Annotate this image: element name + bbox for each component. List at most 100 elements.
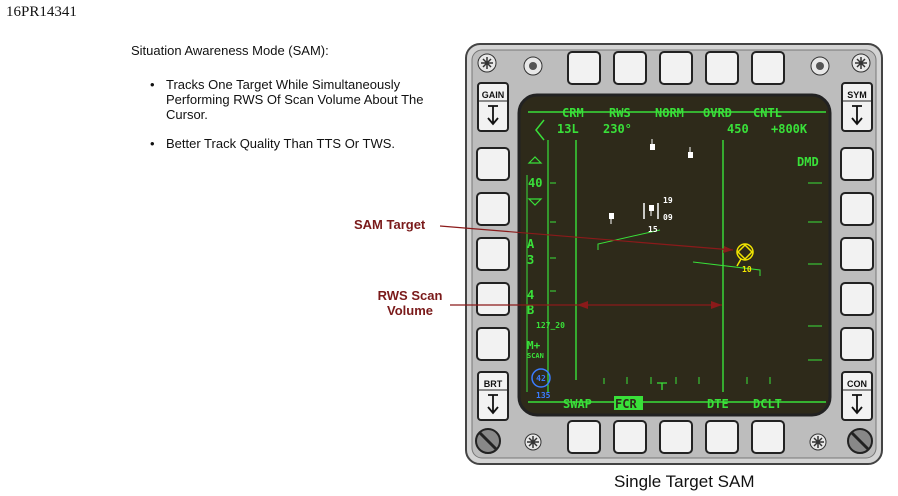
callout-rws-scan: RWS Scan Volume [370, 288, 450, 318]
sam-heading: Situation Awareness Mode (SAM): [131, 43, 329, 58]
cursor-tee-icon [657, 382, 667, 390]
sym-label: SYM [847, 90, 867, 100]
azimuth-label: 230° [603, 122, 632, 136]
osb-button[interactable] [476, 327, 510, 361]
osb-button[interactable] [659, 51, 693, 85]
knob-icon [523, 56, 543, 76]
osb-button[interactable] [613, 420, 647, 454]
bottom-label-fcr: FCR [615, 397, 637, 411]
callout-rws-scan-line2: Volume [387, 303, 433, 318]
sam-target-symbol [736, 243, 754, 267]
sam-target-label: 10 [742, 265, 752, 274]
altitude-label: +800K [771, 122, 808, 136]
arrow-down-icon [851, 105, 863, 126]
track-label-19: 19 [663, 196, 673, 205]
osb-button[interactable] [840, 327, 874, 361]
m-plus-label: M+ [527, 339, 541, 352]
document-id: 16PR14341 [6, 4, 77, 20]
osb-button[interactable] [567, 420, 601, 454]
bullet-item: Better Track Quality Than TTS Or TWS. [150, 136, 450, 151]
dmd-label: DMD [797, 155, 819, 169]
channel-label: 13L [557, 122, 579, 136]
osb-button[interactable] [613, 51, 647, 85]
arrow-left-icon [577, 301, 588, 309]
screw-icon [809, 433, 827, 451]
fcr-highlight [614, 396, 643, 410]
elevation-label: 127_20 [536, 321, 565, 330]
arrow-right-icon [723, 246, 733, 253]
top-label-rws: RWS [609, 106, 631, 120]
callout-lines [439, 225, 734, 309]
range-value: 40 [528, 176, 542, 190]
bullet-list: Tracks One Target While Simultaneously P… [150, 77, 450, 165]
knob-icon [810, 56, 830, 76]
bullet-item: Tracks One Target While Simultaneously P… [150, 77, 450, 122]
osb-button[interactable] [840, 282, 874, 316]
callout-sam-target: SAM Target [354, 217, 426, 232]
bar-b-label: B [527, 303, 534, 317]
azimuth-a-label: A [527, 237, 535, 251]
arrow-down-icon [487, 105, 499, 126]
range-down-icon [527, 198, 543, 206]
osb-left-column [476, 147, 510, 361]
sym-rocker[interactable]: SYM [841, 82, 873, 132]
figure-caption: Single Target SAM [614, 472, 755, 491]
bracket-icon [535, 119, 545, 141]
screw-icon [477, 53, 497, 73]
sam-target-leader [439, 225, 734, 251]
bullseye-value: 42 [536, 374, 546, 383]
slotted-screw-icon [475, 428, 501, 454]
azimuth-a-value: 3 [527, 253, 534, 267]
track-label-15: 15 [648, 225, 658, 234]
top-label-ovrd: OVRD [703, 106, 732, 120]
radar-contact [650, 144, 655, 150]
top-label-crm: CRM [562, 106, 584, 120]
screw-icon [851, 53, 871, 73]
osb-button[interactable] [476, 147, 510, 181]
osb-button[interactable] [476, 192, 510, 226]
con-label: CON [847, 379, 867, 389]
speed-label: 450 [727, 122, 749, 136]
track-label-09: 09 [663, 213, 673, 222]
gain-label: GAIN [482, 90, 505, 100]
arrow-down-icon [851, 394, 863, 415]
osb-button[interactable] [840, 192, 874, 226]
arrow-right-icon [711, 301, 722, 309]
bottom-label-dte: DTE [707, 397, 729, 411]
top-label-norm: NORM [655, 106, 684, 120]
bar-value: 4 [527, 288, 534, 302]
track-file [643, 203, 659, 219]
osb-button[interactable] [567, 51, 601, 85]
arrow-down-icon [487, 394, 499, 415]
range-up-icon [527, 156, 543, 164]
horizon-line-left [597, 229, 661, 250]
brt-rocker[interactable]: BRT [477, 371, 509, 421]
osb-button[interactable] [476, 237, 510, 271]
scan-label: SCAN [527, 352, 544, 360]
brt-label: BRT [484, 379, 503, 389]
radar-contact [609, 213, 614, 219]
osb-button[interactable] [476, 282, 510, 316]
con-rocker[interactable]: CON [841, 371, 873, 421]
screen-symbology: CRM RWS NORM OVRD CNTL 13L 230° 450 +800… [526, 106, 826, 411]
osb-button[interactable] [705, 420, 739, 454]
osb-right-column [840, 147, 874, 361]
osb-button[interactable] [840, 147, 874, 181]
osb-button[interactable] [659, 420, 693, 454]
bullseye-range: 135 [536, 391, 551, 400]
bullseye-icon [531, 368, 551, 388]
osb-bottom-row [567, 420, 785, 454]
osb-button[interactable] [751, 420, 785, 454]
bottom-label-dclt: DCLT [753, 397, 782, 411]
gain-rocker[interactable]: GAIN [477, 82, 509, 132]
osb-button[interactable] [751, 51, 785, 85]
bottom-label-swap: SWAP [563, 397, 592, 411]
mfd-screen [517, 93, 832, 417]
screw-icon [524, 433, 542, 451]
osb-button[interactable] [840, 237, 874, 271]
horizon-line-right [692, 261, 761, 276]
osb-button[interactable] [705, 51, 739, 85]
top-label-cntl: CNTL [753, 106, 782, 120]
slotted-screw-icon [847, 428, 873, 454]
